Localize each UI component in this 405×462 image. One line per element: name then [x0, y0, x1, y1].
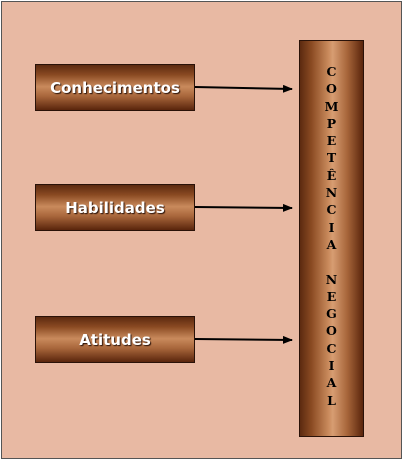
box-label: Habilidades — [65, 198, 165, 217]
box-atitudes: Atitudes — [35, 316, 195, 363]
column-letter: M — [324, 98, 339, 114]
column-letter: O — [326, 323, 337, 339]
column-letter: C — [326, 64, 337, 79]
column-letter: I — [328, 358, 335, 374]
box-conhecimentos: Conhecimentos — [35, 64, 195, 111]
column-letter: A — [326, 236, 337, 252]
box-label: Conhecimentos — [50, 78, 180, 97]
column-letter: N — [325, 271, 338, 287]
column-letter: C — [326, 202, 337, 218]
arrow-conhecimentos — [194, 84, 293, 93]
column-letter: I — [328, 219, 335, 235]
column-letter: E — [326, 133, 337, 149]
column-letter: C — [326, 340, 337, 356]
column-letter: T — [326, 150, 337, 166]
box-label: Atitudes — [79, 330, 151, 349]
column-letter: P — [326, 115, 337, 131]
column-letter: Ê — [326, 167, 337, 183]
column-letter: E — [326, 288, 337, 304]
box-habilidades: Habilidades — [35, 184, 195, 231]
column-letter: N — [325, 185, 338, 201]
column-letter: A — [326, 375, 337, 391]
arrow-habilidades — [194, 203, 293, 212]
column-letter: O — [326, 81, 337, 97]
arrow-atitudes — [194, 335, 293, 344]
column-letter: L — [327, 392, 336, 408]
column-letter: G — [326, 306, 337, 322]
